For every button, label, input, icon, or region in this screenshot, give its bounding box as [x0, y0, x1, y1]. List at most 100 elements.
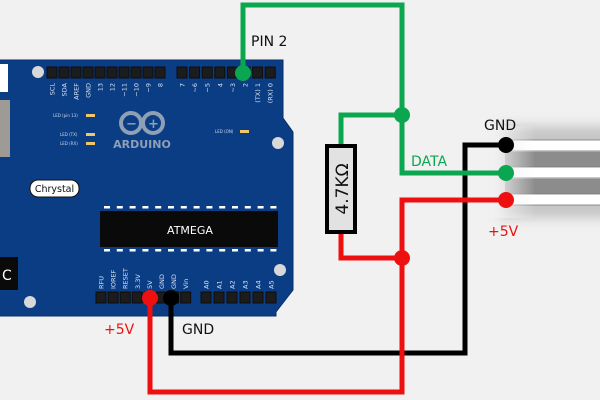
chip-pin [129, 249, 136, 252]
svg-text:LED (ON): LED (ON) [215, 129, 234, 134]
header-pin [176, 66, 188, 79]
crystal: Chrystal [29, 179, 80, 198]
resistor-power-lead [338, 232, 402, 261]
pin2-connection-dot [235, 65, 251, 81]
chip-pin [142, 249, 149, 252]
chip-pin [193, 249, 200, 252]
board-outline [0, 59, 294, 317]
header-pin-label: A3 [242, 280, 250, 289]
chip-pins-top [104, 206, 277, 209]
resistor-data-lead [338, 112, 402, 146]
header-pin-label: Vin [182, 279, 190, 289]
header-pin [82, 66, 94, 79]
header-pin [252, 291, 264, 304]
header-pin [252, 66, 264, 79]
wires [147, 2, 505, 395]
chip-pin [155, 249, 162, 252]
chip-pin [257, 206, 264, 209]
header-pin-label: A4 [255, 280, 263, 289]
chip-pin [206, 249, 213, 252]
header-pin-label: RESET [122, 268, 130, 289]
header-pin [265, 291, 277, 304]
pin2-label: PIN 2 [251, 34, 287, 50]
header-pin-label: GND [170, 274, 178, 289]
chip-pin [155, 206, 162, 209]
logo-minus: − [126, 117, 137, 132]
header-pin [214, 66, 226, 79]
header-pin [154, 66, 166, 79]
chip-pin [232, 206, 238, 209]
left-chip [0, 257, 18, 290]
header-pin [180, 291, 192, 304]
header-pin [142, 66, 154, 79]
logo-plus: + [148, 117, 159, 132]
sensor-power-dot [498, 192, 514, 208]
header-pin [201, 66, 213, 79]
header-pin-label: 12 [109, 83, 117, 91]
chip-pin [116, 206, 123, 209]
header-pin-label: 7 [179, 83, 187, 87]
header-pin [119, 291, 131, 304]
sensor-gnd-label: GND [484, 118, 516, 134]
header-pin-label: 13 [97, 83, 105, 91]
led-tx: LED (TX) [60, 132, 95, 137]
chip-pin [219, 206, 226, 209]
ground-wire [168, 142, 505, 356]
chip-pin [104, 249, 110, 252]
header-pin [106, 66, 118, 79]
header-pin-label: 5V [146, 280, 154, 289]
header-pin-label: ~5 [204, 83, 212, 93]
header-pin [46, 66, 58, 79]
led-pin13: LED (pin 13) [53, 113, 95, 118]
5v-connection-dot [142, 290, 158, 306]
data-wire [240, 2, 505, 176]
power-junction-dot [394, 250, 410, 266]
svg-text:LED (RX): LED (RX) [60, 141, 78, 146]
sensor-gnd-dot [498, 137, 514, 153]
header-pin-label: A2 [229, 280, 237, 289]
chip-pin [244, 249, 251, 252]
header-pin [200, 291, 212, 304]
header-pin [118, 66, 130, 79]
mounting-hole [32, 66, 44, 78]
header-pin [130, 66, 142, 79]
sensor-data-dot [498, 165, 514, 181]
header-pin-label: GND [85, 83, 93, 98]
header-pin-label: AREF [73, 83, 81, 100]
chip-pin [168, 206, 174, 209]
header-pin-label: ~6 [191, 83, 199, 93]
chip-pin [193, 206, 200, 209]
chip-pin [116, 249, 123, 252]
header-pin-label: (RX) 0 [267, 83, 275, 103]
header-pin-label: ~10 [133, 83, 141, 97]
chip-pin [219, 249, 226, 252]
header-pin [94, 66, 106, 79]
sensor-5v-label: +5V [488, 224, 519, 240]
header-pin [131, 291, 143, 304]
chip-pin [104, 206, 110, 209]
header-pin-label: GND [158, 274, 166, 289]
logo-right-loop [141, 111, 165, 135]
chip-pin [257, 249, 264, 252]
chip-pin [142, 206, 149, 209]
sensor-cable [490, 126, 600, 218]
header-pin [226, 291, 238, 304]
header-pin-label: RFU [98, 276, 106, 289]
chip-pin [180, 249, 187, 252]
header-pin-label: A5 [268, 280, 276, 289]
chip-pin [244, 206, 251, 209]
header-pin-label: 8 [157, 83, 165, 87]
header-pin-label: (TX) 1 [254, 83, 262, 103]
svg-text:LED (TX): LED (TX) [60, 132, 78, 137]
mounting-hole [272, 137, 284, 149]
header-pin [189, 66, 201, 79]
arduino-logo: − + ARDUINO [113, 111, 171, 151]
header-pin-label: IOREF [110, 269, 118, 289]
chip-pin [270, 206, 277, 209]
pullup-resistor: 4.7KΩ [325, 144, 357, 234]
power-wire [147, 197, 505, 395]
header-pin-label: A0 [203, 280, 211, 289]
